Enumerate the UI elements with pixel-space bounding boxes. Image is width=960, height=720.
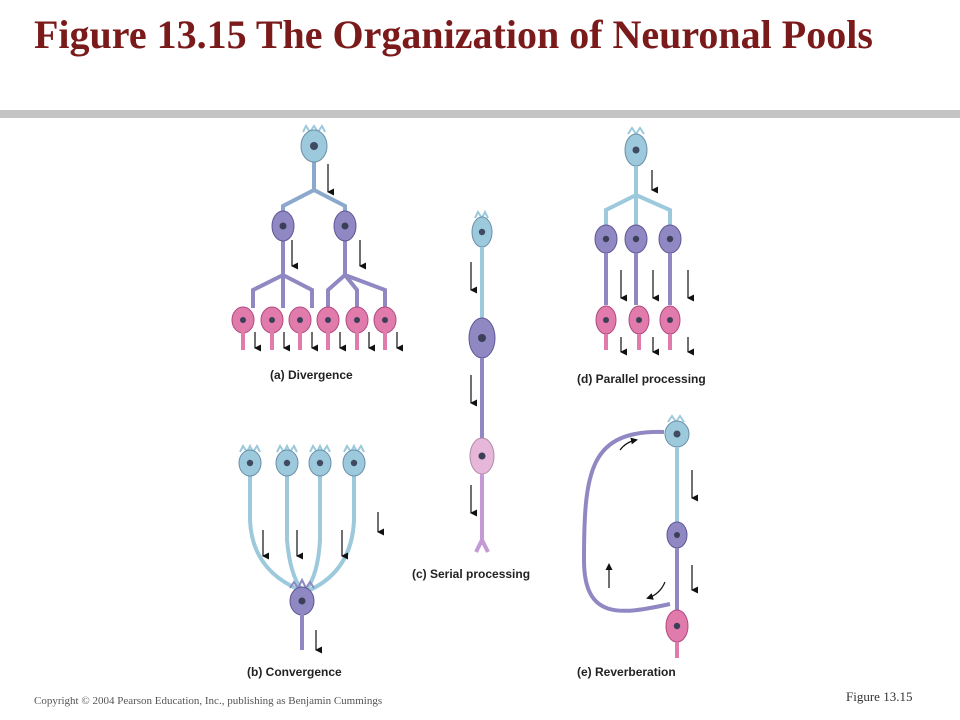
reverberation-panel: (e) Reverberation — [577, 414, 698, 679]
title-divider — [0, 110, 960, 118]
copyright-notice: Copyright © 2004 Pearson Education, Inc.… — [34, 695, 383, 707]
parallel-processing-label: (d) Parallel processing — [577, 372, 706, 386]
serial-processing-label: (c) Serial processing — [412, 567, 530, 581]
figure-reference: Figure 13.15 — [846, 689, 913, 704]
divergence-panel: (a) Divergence — [231, 124, 403, 382]
parallel-processing-panel: (d) Parallel processing — [577, 126, 706, 386]
serial-processing-panel: (c) Serial processing — [412, 209, 530, 581]
slide-title: Figure 13.15 The Organization of Neurona… — [34, 12, 873, 57]
convergence-label: (b) Convergence — [247, 665, 342, 679]
reverberation-label: (e) Reverberation — [577, 665, 676, 679]
divergence-label: (a) Divergence — [270, 368, 353, 382]
convergence-panel: (b) Convergence — [238, 443, 384, 679]
